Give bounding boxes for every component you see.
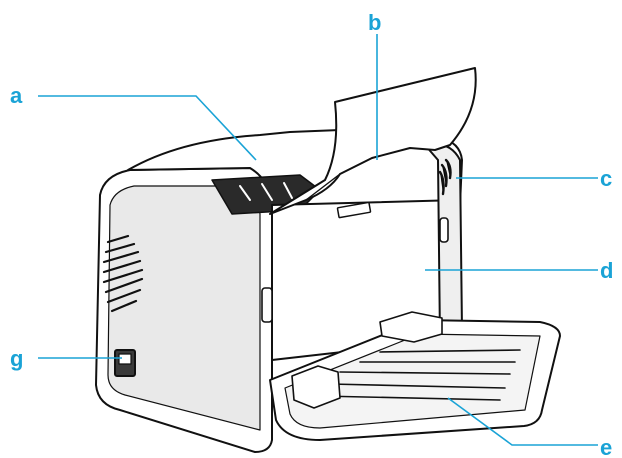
callout-label-b: b bbox=[368, 10, 381, 35]
power-switch-rocker bbox=[118, 353, 132, 365]
callout-label-c: c bbox=[600, 166, 612, 191]
printer-illustration bbox=[95, 67, 561, 453]
callout-lines bbox=[38, 34, 598, 446]
mp-tray-ribs bbox=[319, 349, 521, 401]
callout-label-a: a bbox=[10, 83, 23, 108]
indicator-lights bbox=[438, 158, 452, 196]
output-paper-support[interactable] bbox=[269, 67, 477, 215]
mp-tray-inner bbox=[284, 333, 541, 429]
printer-left-side-inner bbox=[107, 185, 261, 431]
front-badge bbox=[336, 201, 372, 219]
output-paper-support-fold bbox=[305, 157, 373, 201]
vent-grille bbox=[102, 234, 144, 313]
callout-label-g: g bbox=[10, 346, 23, 371]
callout-line-a bbox=[38, 95, 257, 161]
callout-label-d: d bbox=[600, 258, 613, 283]
right-latch[interactable] bbox=[439, 217, 449, 243]
paper-guides[interactable] bbox=[291, 311, 443, 409]
callout-label-e: e bbox=[600, 435, 612, 458]
callout-labels: a b c d e g bbox=[10, 10, 613, 458]
output-rollers bbox=[239, 182, 293, 201]
callout-line-e bbox=[447, 397, 598, 446]
left-latch[interactable] bbox=[261, 287, 273, 323]
